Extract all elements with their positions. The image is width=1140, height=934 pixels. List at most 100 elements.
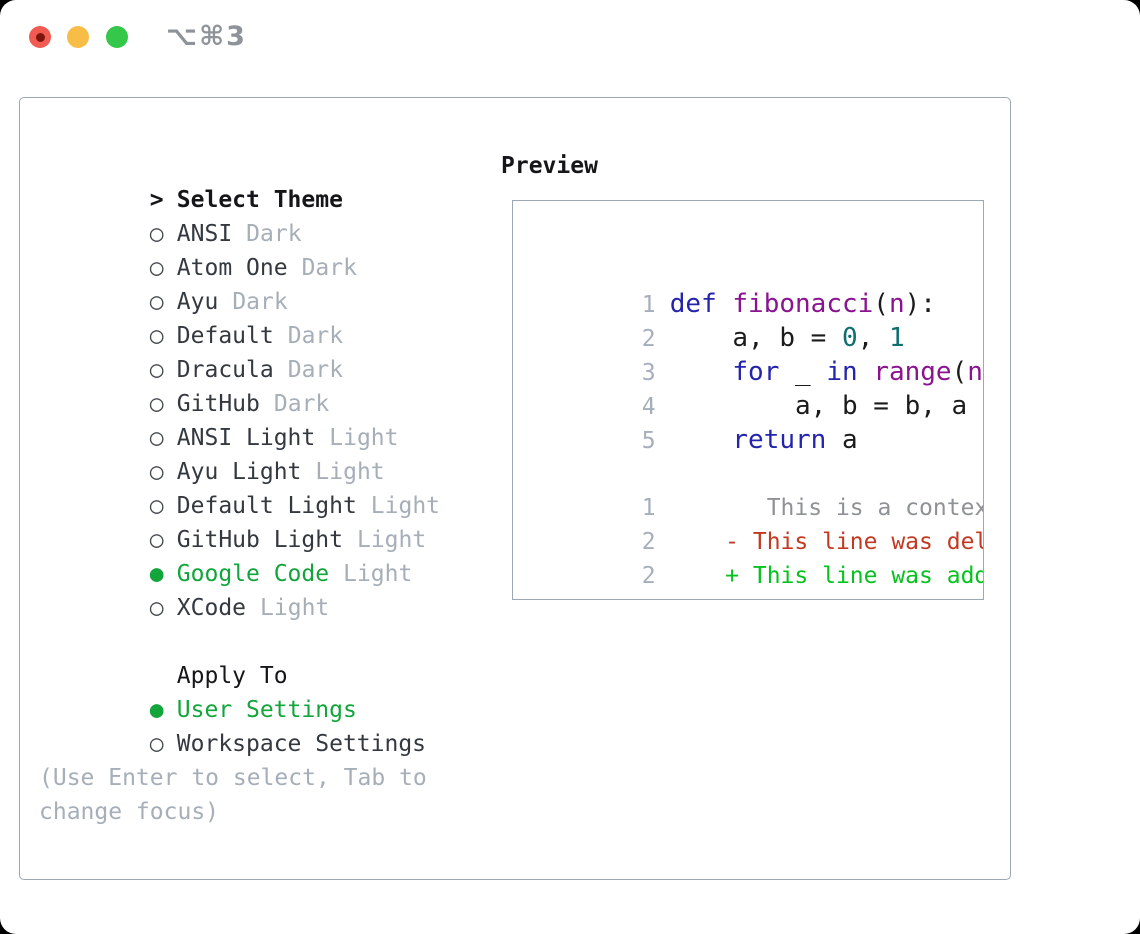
theme-name: Dracula bbox=[176, 357, 274, 383]
code-token: ( bbox=[951, 357, 968, 387]
theme-name: Ayu bbox=[176, 289, 219, 315]
radio-icon: ○ bbox=[149, 357, 164, 383]
code-line: 2 a, b = 0, 1 bbox=[531, 287, 983, 353]
code-token: a, b = bbox=[669, 323, 842, 353]
theme-option-xcode-light[interactable]: ○ XCode Light bbox=[39, 557, 440, 621]
theme-variant: Dark bbox=[246, 221, 302, 247]
line-number: 5 bbox=[641, 428, 656, 454]
line-number: 2 bbox=[641, 529, 656, 555]
radio-icon: ○ bbox=[149, 595, 164, 621]
code-token bbox=[858, 357, 874, 387]
zoom-button[interactable] bbox=[106, 26, 128, 48]
code-line: 5 return a bbox=[531, 389, 983, 455]
select-theme-header: >Select Theme bbox=[39, 149, 440, 213]
theme-name: XCode bbox=[176, 595, 247, 621]
apply-to-header: Apply To bbox=[39, 625, 440, 689]
code-token: range bbox=[873, 357, 952, 387]
theme-option-ayu-dark[interactable]: ○ Ayu Dark bbox=[39, 251, 440, 315]
theme-name: Ayu Light bbox=[176, 459, 302, 485]
diff-text: + This line was added. bbox=[725, 563, 983, 589]
theme-variant: Light bbox=[356, 527, 427, 553]
theme-option-github-dark[interactable]: ○ GitHub Dark bbox=[39, 353, 440, 417]
diff-line-context: 1 This is a context line. bbox=[531, 457, 983, 521]
apply-to-label: Apply To bbox=[176, 663, 288, 689]
theme-option-default-dark[interactable]: ○ Default Dark bbox=[39, 285, 440, 349]
code-line: 4 a, b = b, a + b bbox=[531, 355, 983, 421]
radio-selected-icon: ● bbox=[149, 561, 164, 587]
select-theme-label: Select Theme bbox=[176, 187, 343, 213]
code-token: return bbox=[732, 425, 827, 455]
code-token: in bbox=[826, 357, 858, 387]
window-title: ⌥⌘3 bbox=[166, 21, 247, 52]
code-token bbox=[670, 425, 733, 455]
code-token: for bbox=[732, 357, 780, 387]
radio-icon: ○ bbox=[149, 493, 164, 519]
theme-variant: Light bbox=[343, 561, 413, 587]
line-number: 4 bbox=[641, 394, 656, 420]
radio-icon: ○ bbox=[149, 731, 164, 757]
theme-name: Google Code bbox=[176, 561, 330, 587]
code-line: 3 for _ in range(n): bbox=[531, 321, 983, 387]
apply-option-workspace-settings[interactable]: ○ Workspace Settings bbox=[39, 693, 440, 757]
apply-option-user-settings[interactable]: ●User Settings bbox=[39, 659, 440, 723]
radio-icon: ○ bbox=[149, 527, 164, 553]
theme-name: Default Light bbox=[176, 493, 357, 519]
titlebar: ⌥⌘3 bbox=[0, 0, 1140, 74]
code-token: a, b = b, a + b bbox=[795, 391, 983, 421]
code-token: n bbox=[967, 357, 983, 387]
hint-line-2: change focus) bbox=[39, 799, 220, 825]
theme-name: Default bbox=[176, 323, 274, 349]
theme-variant: Light bbox=[260, 595, 330, 621]
theme-name: ANSI Light bbox=[176, 425, 316, 451]
theme-option-default-light[interactable]: ○ Default Light Light bbox=[39, 455, 440, 519]
theme-variant: Dark bbox=[273, 391, 330, 417]
close-button[interactable] bbox=[29, 26, 51, 48]
code-token: ): bbox=[983, 357, 984, 387]
code-token: ): bbox=[904, 289, 936, 319]
unsaved-dot-icon bbox=[35, 32, 45, 42]
radio-icon: ○ bbox=[149, 391, 164, 417]
theme-variant: Dark bbox=[232, 289, 288, 315]
theme-name: GitHub bbox=[176, 391, 260, 417]
theme-name: ANSI bbox=[176, 221, 233, 247]
code-token bbox=[670, 357, 733, 387]
code-token: _ bbox=[779, 357, 827, 387]
code-token bbox=[717, 289, 733, 319]
minimize-button[interactable] bbox=[67, 26, 89, 48]
theme-option-dracula-dark[interactable]: ○ Dracula Dark bbox=[39, 319, 440, 383]
theme-variant: Dark bbox=[301, 255, 357, 281]
preview-label: Preview bbox=[501, 153, 598, 179]
theme-variant: Dark bbox=[287, 357, 344, 383]
radio-icon: ○ bbox=[149, 425, 164, 451]
line-number: 3 bbox=[641, 360, 656, 386]
radio-icon: ○ bbox=[149, 289, 164, 315]
line-number: 2 bbox=[641, 563, 656, 589]
code-token: ( bbox=[873, 289, 889, 319]
code-token: n bbox=[888, 289, 905, 319]
line-number: 1 bbox=[641, 495, 656, 521]
code-token: fibonacci bbox=[732, 289, 874, 319]
apply-option-name: Workspace Settings bbox=[176, 731, 427, 757]
diff-text: - This line was deleted. bbox=[725, 529, 983, 555]
radio-icon: ○ bbox=[149, 459, 164, 485]
theme-variant: Light bbox=[370, 493, 441, 519]
hint-line-1: (Use Enter to select, Tab to bbox=[39, 765, 427, 791]
line-number: 1 bbox=[641, 292, 656, 318]
line-number: 2 bbox=[641, 326, 656, 352]
diff-line-deleted: 2 - This line was deleted. bbox=[531, 491, 983, 555]
code-token: a bbox=[826, 425, 858, 455]
theme-option-google-code-light[interactable]: ● Google Code Light bbox=[39, 523, 440, 587]
code-token: , bbox=[857, 323, 889, 353]
code-token: 0 bbox=[841, 323, 858, 353]
diff-text: This is a context line. bbox=[766, 495, 983, 521]
theme-variant: Dark bbox=[287, 323, 344, 349]
